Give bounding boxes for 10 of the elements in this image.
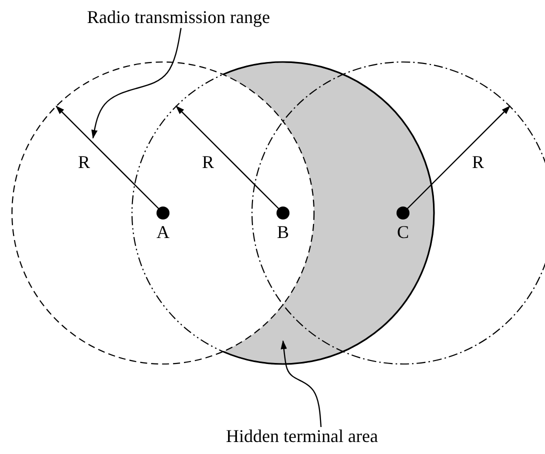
radius-label: R [472,153,484,171]
terminal-label: B [276,223,289,241]
radius-label: R [202,153,214,171]
callout-text: Hidden terminal area [226,427,378,445]
leader-line [91,28,182,139]
radius-label: R [78,153,90,171]
terminal-label: A [156,223,170,241]
callout-text: Radio transmission range [87,8,270,26]
leader-line [280,340,322,428]
terminal-label: C [396,223,409,241]
